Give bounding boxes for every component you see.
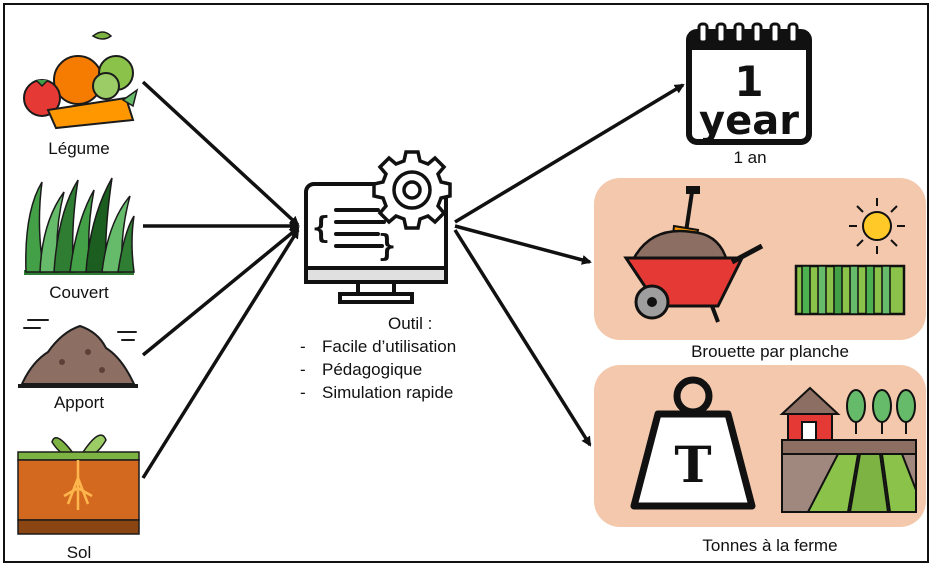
duration-label: 1 an [733,148,767,167]
farm-icon [779,386,917,513]
bullet-dash: - [300,383,306,402]
tool-feature-row: -Simulation rapide [300,381,456,404]
sun-field-icon [794,198,906,316]
tool-feature: Facile d’utilisation [322,337,457,356]
svg-text:{: { [312,211,330,246]
weight-letter: T [674,435,711,494]
arrow-sol-tool [141,228,300,479]
tool-description: Outil : -Facile d’utilisation -Pédagogiq… [300,312,456,404]
tool-feature-row: -Pédagogique [300,358,456,381]
compost-icon [18,319,138,388]
calendar-icon: 1 year [686,22,812,145]
couvert-label: Couvert [49,283,109,302]
calendar-word: year [699,98,799,144]
tool-title: Outil : [388,314,433,333]
tonnes-label: Tonnes à la ferme [702,536,838,555]
diagram-frame [3,3,929,563]
tool-feature: Simulation rapide [322,383,454,402]
vegetables-icon [23,31,139,130]
tool-feature: Pédagogique [322,360,423,379]
bullet-dash: - [300,337,306,356]
grass-icon [24,177,135,275]
sol-label: Sol [66,543,92,562]
soil-sprout-icon [17,434,140,535]
arrow-legume-tool [141,80,300,227]
wheelbarrow-icon [623,186,764,323]
svg-text:}: } [378,229,396,264]
brouette-label: Brouette par planche [691,342,849,361]
tool-feature-row: -Facile d’utilisation [300,335,456,358]
apport-label: Apport [53,393,105,412]
arrow-tool-tonnes [453,229,592,447]
arrow-tool-calendar [454,83,685,224]
arrow-apport-tool [141,226,300,357]
calendar-number: 1 [734,57,763,106]
computer-gear-icon: { } [304,150,452,304]
weight-icon: T [630,376,756,510]
legume-label: Légume [48,139,110,158]
bullet-dash: - [300,360,306,379]
arrow-tool-brouette [454,224,592,265]
